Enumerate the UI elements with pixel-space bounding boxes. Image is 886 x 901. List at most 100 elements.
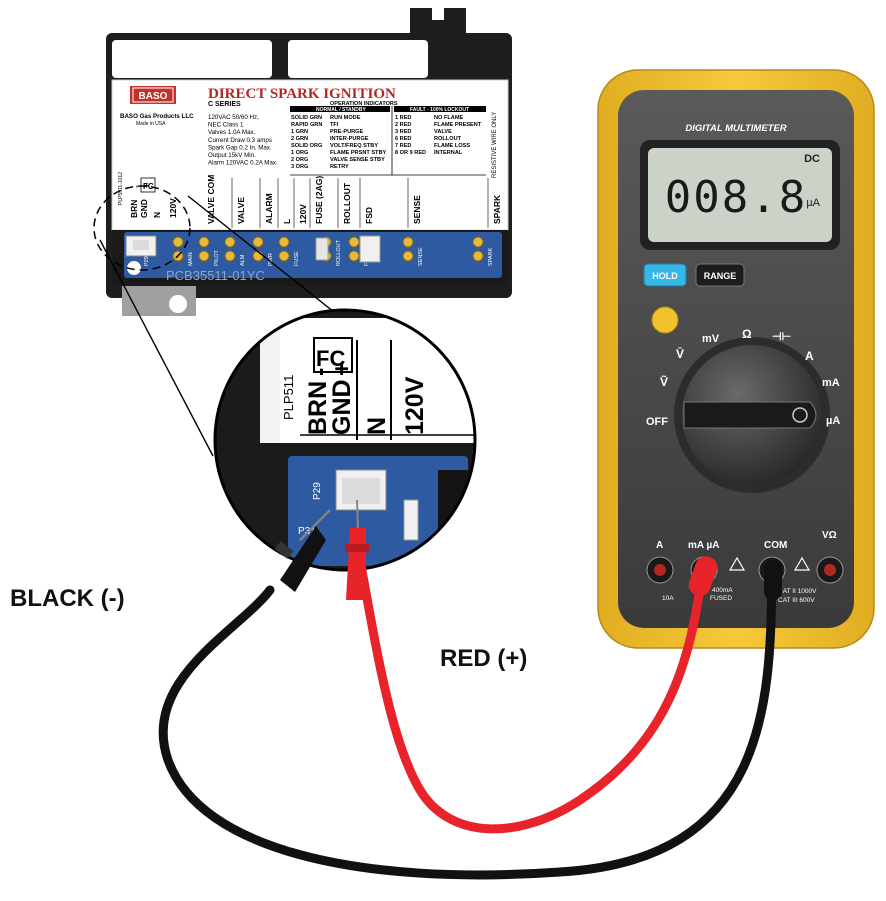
normal-row-code: SOLID ORG: [291, 143, 322, 149]
normal-row-code: 2 ORG: [291, 157, 308, 163]
range-button[interactable]: RANGE: [695, 263, 745, 287]
board-connector-label: FUSE: [294, 251, 300, 266]
fault-row-code: 3 RED: [395, 129, 411, 135]
meter-header: DIGITAL MULTIMETER: [685, 123, 786, 134]
jack-ma-label: mA µA: [688, 540, 720, 551]
spec-line: 120VAC 50/60 Hz,: [208, 114, 259, 121]
spec-line: Output 15kV Min.: [208, 152, 256, 159]
fault-row-desc: NO FLAME: [434, 115, 463, 121]
spec-line: Valves 1.0A Max.: [208, 129, 256, 136]
board-connector-label: P29: [144, 256, 150, 266]
normal-row-desc: INTER-PURGE: [330, 136, 369, 142]
fault-row-code: 2 RED: [395, 122, 411, 128]
board-connector-label: PILOT: [214, 249, 220, 266]
terminal-label: VALVE: [236, 197, 246, 224]
terminal-label: ROLLOUT: [342, 182, 352, 224]
board-connectors: P29MAINPILOTALMPWRFUSEROLLOUTFCDSENSESPA…: [144, 235, 494, 266]
dial-cap: ⊣⊢: [772, 330, 791, 343]
red-lead-label: RED (+): [440, 645, 527, 672]
board-connector-label: ROLLOUT: [336, 239, 342, 266]
terminal-label: SENSE: [412, 195, 422, 224]
normal-row-desc: VALVE SENSE STBY: [330, 157, 385, 163]
jack-a-label: A: [656, 540, 663, 551]
normal-standby-header: NORMAL / STANDBY: [316, 107, 366, 113]
terminal-label: 120V: [298, 204, 308, 224]
dial-mv: mV: [702, 333, 720, 345]
board-connector-label: SPARK: [488, 247, 494, 266]
company-name: BASO Gas Products LLC: [120, 113, 194, 120]
terminal-label: ALARM: [264, 193, 274, 224]
made-in: Made in USA: [136, 121, 166, 127]
magnifier-brn: BRN: [304, 381, 332, 435]
board-part-number: PCB35511-01YC: [166, 268, 265, 283]
normal-row-desc: RUN MODE: [330, 115, 361, 121]
dial-off: OFF: [646, 416, 668, 428]
black-lead-label: BLACK (-): [10, 585, 125, 612]
highlight-circle: [93, 185, 191, 271]
fault-row-desc: INTERNAL: [434, 150, 463, 156]
ignition-module: BASO DIRECT SPARK IGNITION C SERIES BASO…: [93, 8, 512, 316]
normal-row-code: RAPID GRN: [291, 122, 322, 128]
magnifier-n: N: [363, 417, 391, 435]
fused-ma-value: 400mA: [712, 587, 733, 594]
svg-text:BRN: BRN: [129, 200, 139, 218]
terminal-label: FUSE (2AG): [314, 176, 324, 224]
spec-line: Alarm 120VAC 0.2A Max.: [208, 160, 278, 167]
magnifier-gnd: GND: [328, 379, 356, 435]
normal-row-code: 1 ORG: [291, 150, 308, 156]
callout-line-left: [99, 239, 214, 457]
magnifier-fc: FC: [316, 346, 345, 371]
lcd-reading: 008.8: [665, 172, 807, 223]
magnifier-lens: PLP511 BRN GND - + FC N 120V P29 P31: [213, 308, 477, 572]
board-connector-label: SENSE: [418, 247, 424, 266]
fused-a-note: 10A: [662, 595, 674, 602]
warning-icon: [793, 556, 811, 571]
lcd-mode: DC: [804, 153, 820, 165]
svg-text:N: N: [152, 212, 162, 218]
magnifier-code: PLP511: [281, 375, 296, 420]
normal-row-code: SOLID GRN: [291, 115, 322, 121]
brand-logo-text: BASO: [139, 91, 168, 102]
rotary-dial[interactable]: [674, 337, 830, 493]
magnifier-120v: 120V: [401, 376, 429, 435]
fault-row-code: 7 RED: [395, 143, 411, 149]
module-title: DIRECT SPARK IGNITION: [208, 86, 396, 102]
fault-row-desc: ROLLOUT: [434, 136, 462, 142]
spec-line: Current Draw 0.3 amps: [208, 137, 272, 144]
normal-row-desc: RETRY: [330, 164, 349, 170]
dial-ua: µA: [826, 415, 840, 427]
side-code: PLP5511-1012: [118, 172, 124, 205]
multimeter: DIGITAL MULTIMETER DC 008.8 µA HOLD RANG…: [597, 69, 875, 649]
terminal-label: VALVE COM: [206, 175, 216, 224]
magnifier-p29: P29: [312, 482, 323, 500]
normal-row-desc: PRE-PURGE: [330, 129, 364, 135]
lcd-unit: µA: [806, 197, 820, 209]
jack-v-ohm[interactable]: [816, 556, 844, 584]
hold-button[interactable]: HOLD: [643, 263, 687, 287]
warning-icon: [728, 556, 746, 571]
lcd-display: [648, 148, 832, 242]
fault-row-desc: VALVE: [434, 129, 452, 135]
baso-logo: BASO: [130, 86, 176, 104]
board-connector-label: MAIN: [188, 252, 194, 266]
normal-row-code: 2 GRN: [291, 136, 308, 142]
function-button[interactable]: [651, 306, 679, 334]
fault-row-desc: FLAME PRESENT: [434, 122, 482, 128]
svg-text:120V: 120V: [168, 198, 178, 218]
dial-dcv: V̄: [676, 347, 684, 361]
normal-row-desc: TFI: [330, 122, 339, 128]
spec-line: Spark Gap 0.2 In. Max.: [208, 144, 272, 151]
resistive-note: RESISTIVE WIRE ONLY: [492, 112, 498, 178]
spec-line: NEC Class 1: [208, 122, 244, 129]
svg-text:GND: GND: [139, 199, 149, 218]
jack-a[interactable]: [646, 556, 674, 584]
fault-row-code: 6 RED: [395, 136, 411, 142]
normal-row-code: 3 ORG: [291, 164, 308, 170]
jack-v-label: VΩ: [822, 530, 837, 541]
dial-ma: mA: [822, 377, 840, 389]
fused-ma-word: FUSED: [710, 595, 732, 602]
